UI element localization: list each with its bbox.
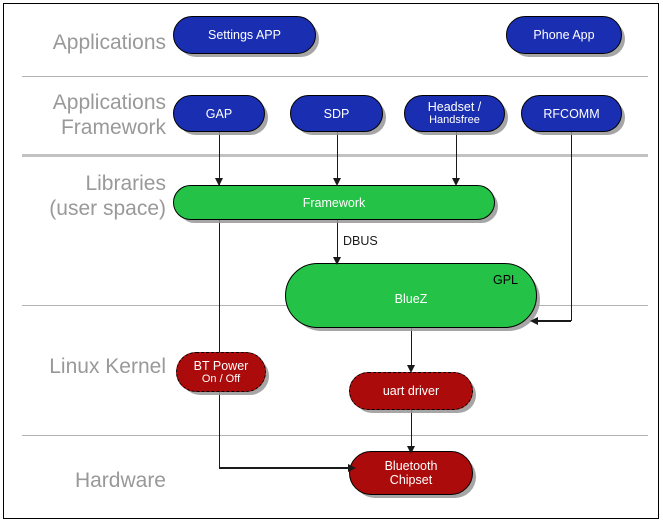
layer-label-libraries: Libraries (user space) xyxy=(49,172,166,220)
node-sdp-label: SDP xyxy=(323,106,350,121)
edge-sdp-to-framework-arrowhead xyxy=(332,178,341,186)
node-bluez-label: BlueZ xyxy=(394,291,428,306)
node-bluez-gpl-tag: GPL xyxy=(492,273,518,287)
separator-applications xyxy=(22,76,648,77)
node-framework-label: Framework xyxy=(302,195,366,210)
edge-framework-to-bluez-arrowhead xyxy=(332,257,341,265)
node-framework[interactable]: Framework xyxy=(173,185,495,220)
node-settings-app-label: Settings APP xyxy=(208,28,281,42)
edge-uart-to-chipset-vertical xyxy=(410,405,413,450)
separator-linux-kernel xyxy=(22,435,648,436)
edge-bluez-to-uart-vertical xyxy=(410,328,413,368)
edge-gap-to-chipset-horizontal xyxy=(218,467,351,469)
edge-uart-to-chipset-arrowhead xyxy=(406,446,415,454)
node-settings-app[interactable]: Settings APP xyxy=(173,16,316,54)
edge-headset-to-framework-arrowhead xyxy=(451,178,460,186)
edge-gap-to-framework-arrowhead xyxy=(214,178,223,186)
edge-gap-to-chipset-vertical xyxy=(218,131,221,468)
edge-bluez-to-uart-arrowhead xyxy=(406,365,415,373)
node-sdp[interactable]: SDP xyxy=(290,95,383,132)
edge-framework-to-bluez-vertical xyxy=(336,219,339,264)
diagram-border xyxy=(3,3,659,519)
layer-label-applications-framework: Applications Framework xyxy=(52,91,166,139)
node-phone-app[interactable]: Phone App xyxy=(506,16,622,54)
edge-rfcomm-to-bluez-arrowhead xyxy=(530,316,538,325)
edge-sdp-to-framework-vertical xyxy=(336,131,339,180)
node-bluetooth-chipset[interactable]: Bluetooth Chipset xyxy=(349,451,473,495)
node-bluez[interactable]: GPL BlueZ xyxy=(285,263,537,328)
layer-label-hardware: Hardware xyxy=(74,469,166,492)
node-headset-handsfree-label: Headset / xyxy=(427,100,482,114)
node-bt-power-label: BT Power xyxy=(193,358,249,373)
node-bluetooth-chipset-label: Bluetooth xyxy=(384,459,438,473)
edge-rfcomm-to-bluez-horizontal xyxy=(537,320,571,322)
edge-headset-to-framework-vertical xyxy=(455,131,458,180)
node-phone-app-label: Phone App xyxy=(533,28,595,42)
node-headset-handsfree[interactable]: Headset / Handsfree xyxy=(404,95,505,132)
node-bluetooth-chipset-sublabel: Chipset xyxy=(389,473,433,487)
node-uart-driver-label: uart driver xyxy=(382,384,440,398)
node-bt-power-sublabel: On / Off xyxy=(201,372,241,385)
node-gap[interactable]: GAP xyxy=(173,95,265,132)
node-bt-power[interactable]: BT Power On / Off xyxy=(176,352,266,392)
node-headset-handsfree-sublabel: Handsfree xyxy=(429,114,480,126)
node-uart-driver[interactable]: uart driver xyxy=(349,372,473,410)
node-rfcomm[interactable]: RFCOMM xyxy=(521,95,622,132)
separator-applications-framework xyxy=(22,154,648,157)
node-gap-label: GAP xyxy=(205,106,233,121)
edge-rfcomm-to-bluez-vertical xyxy=(570,131,573,321)
edge-gap-to-chipset-arrowhead xyxy=(348,463,356,472)
edge-label-dbus: DBUS xyxy=(343,234,378,248)
layer-label-linux-kernel: Linux Kernel xyxy=(49,355,166,378)
layer-label-applications: Applications xyxy=(52,31,166,54)
node-rfcomm-label: RFCOMM xyxy=(543,106,600,121)
